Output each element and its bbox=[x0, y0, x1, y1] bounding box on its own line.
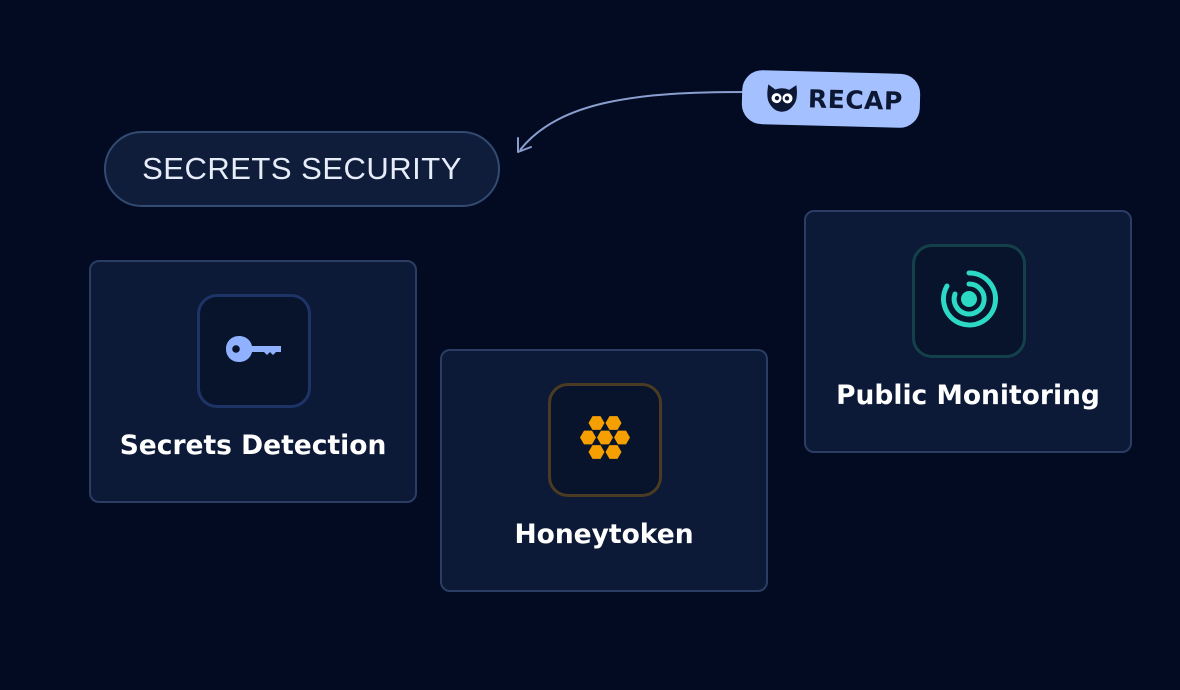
secrets-detection-icon-tile bbox=[197, 294, 311, 408]
secrets-detection-card[interactable]: Secrets Detection bbox=[89, 260, 417, 503]
secrets-detection-label: Secrets Detection bbox=[119, 430, 387, 461]
recap-label: RECAP bbox=[807, 83, 904, 116]
recap-badge[interactable]: RECAP bbox=[741, 69, 921, 129]
honeytoken-label: Honeytoken bbox=[514, 519, 694, 550]
public-monitoring-card[interactable]: Public Monitoring bbox=[804, 210, 1132, 453]
honeytoken-card[interactable]: Honeytoken bbox=[440, 349, 768, 592]
honeycomb-icon bbox=[577, 409, 633, 471]
owl-mask-icon bbox=[764, 82, 801, 113]
radar-icon bbox=[939, 269, 999, 333]
category-pill: SECRETS SECURITY bbox=[104, 131, 500, 207]
honeytoken-icon-tile bbox=[548, 383, 662, 497]
public-monitoring-label: Public Monitoring bbox=[836, 380, 1100, 411]
key-icon bbox=[225, 333, 283, 369]
public-monitoring-icon-tile bbox=[912, 244, 1026, 358]
category-label: SECRETS SECURITY bbox=[142, 151, 462, 186]
